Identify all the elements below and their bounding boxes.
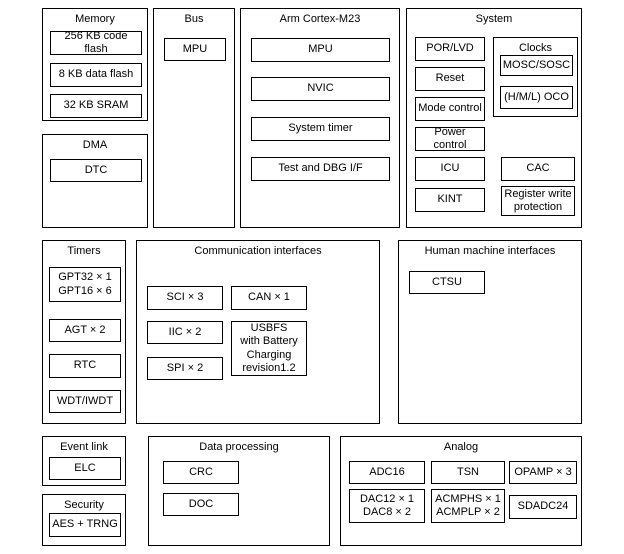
power-control-box: Power control [415,126,485,151]
gpt-box: GPT32 × 1 GPT16 × 6 [49,267,121,302]
clocks-title: Clocks [518,42,552,54]
data-flash-box: 8 KB data flash [50,63,142,87]
dma-block: DMA DTC [42,134,148,228]
clocks-block: Clocks MOSC/SOSC (H/M/L) OCO [493,37,578,117]
security-title: Security [64,499,104,511]
dac-box: DAC12 × 1 DAC8 × 2 [349,489,425,523]
test-dbg-box: Test and DBG I/F [251,157,390,181]
event-link-title: Event link [60,441,108,453]
por-lvd-box: POR/LVD [415,37,485,61]
cortex-mpu-box: MPU [251,38,390,62]
system-timer-box: System timer [251,117,390,141]
register-write-protection-box: Register write protection [501,186,575,216]
ctsu-box: CTSU [409,271,485,294]
mode-control-box: Mode control [415,97,485,121]
opamp-box: OPAMP × 3 [509,461,577,484]
data-processing-title: Data processing [199,441,279,453]
dtc-box: DTC [50,159,142,182]
analog-block: Analog ADC16 TSN OPAMP × 3 DAC12 × 1 DAC… [340,436,582,546]
aes-trng-box: AES + TRNG [49,513,121,537]
icu-box: ICU [415,157,485,181]
bus-title: Bus [184,13,204,25]
doc-box: DOC [163,493,239,516]
sram-box: 32 KB SRAM [50,94,142,118]
dma-title: DMA [82,139,108,151]
memory-title: Memory [75,13,115,25]
crc-box: CRC [163,461,239,484]
mosc-sosc-box: MOSC/SOSC [500,55,573,76]
wdt-box: WDT/IWDT [49,390,121,413]
rtc-box: RTC [49,354,121,378]
comm-title: Communication interfaces [194,245,322,257]
cortex-block: Arm Cortex-M23 MPU NVIC System timer Tes… [240,8,400,228]
adc16-box: ADC16 [349,461,425,484]
system-title: System [475,13,513,25]
system-block: System POR/LVD Reset Mode control Power … [406,8,582,228]
iic-box: IIC × 2 [147,321,223,344]
kint-box: KINT [415,188,485,212]
cortex-title: Arm Cortex-M23 [279,13,361,25]
sdadc-box: SDADC24 [509,495,577,519]
usbfs-box: USBFS with Battery Charging revision1.2 [231,321,307,376]
can-box: CAN × 1 [231,286,307,310]
comm-block: Communication interfaces SCI × 3 CAN × 1… [136,240,380,424]
elc-box: ELC [49,457,121,480]
nvic-box: NVIC [251,77,390,101]
cac-box: CAC [501,157,575,181]
tsn-box: TSN [431,461,505,484]
bus-block: Bus MPU [153,8,235,228]
analog-title: Analog [443,441,479,453]
reset-box: Reset [415,67,485,91]
agt-box: AGT × 2 [49,319,121,342]
data-processing-block: Data processing CRC DOC [148,436,330,546]
sci-box: SCI × 3 [147,286,223,310]
code-flash-box: 256 KB code flash [50,30,142,55]
oco-box: (H/M/L) OCO [500,86,573,109]
timers-title: Timers [67,245,101,257]
acmp-box: ACMPHS × 1 ACMPLP × 2 [431,489,505,523]
security-block: Security AES + TRNG [42,494,126,546]
hmi-block: Human machine interfaces CTSU [398,240,582,424]
memory-block: Memory 256 KB code flash 8 KB data flash… [42,8,148,121]
bus-mpu-box: MPU [164,38,226,61]
event-link-block: Event link ELC [42,436,126,486]
timers-block: Timers GPT32 × 1 GPT16 × 6 AGT × 2 RTC W… [42,240,126,424]
spi-box: SPI × 2 [147,357,223,380]
hmi-title: Human machine interfaces [424,245,556,257]
